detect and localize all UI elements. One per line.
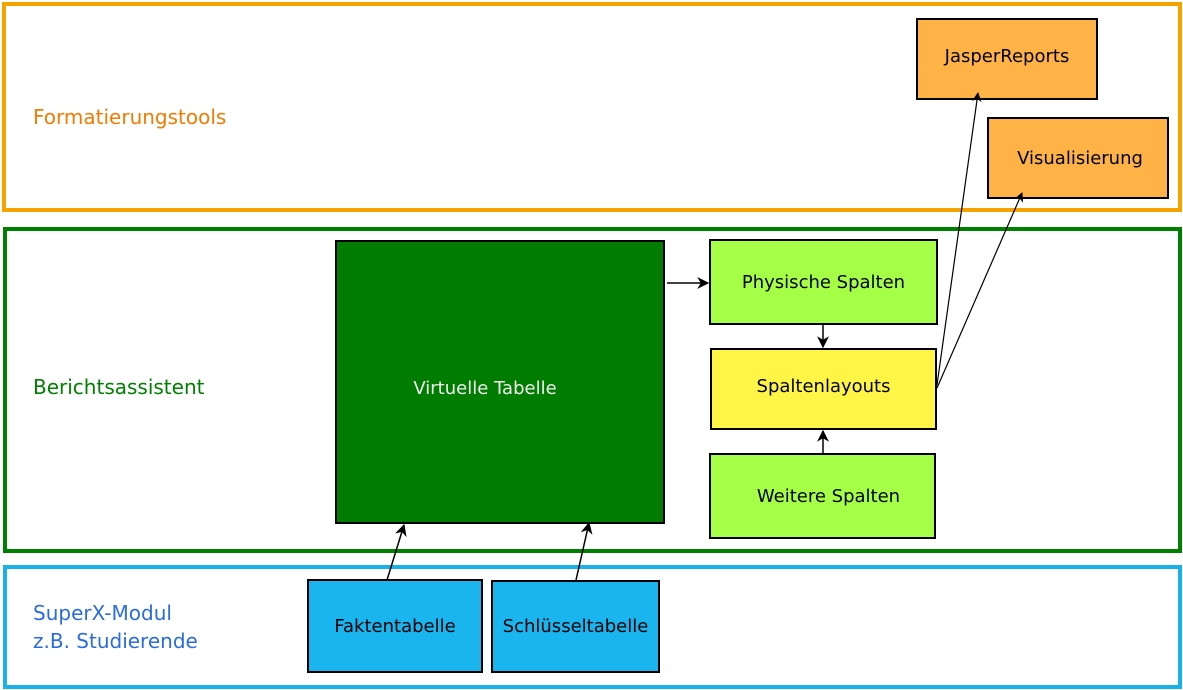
node-visualisierung[interactable]: Visualisierung [987, 117, 1169, 199]
layer-label-superx-modul: SuperX-Modul z.B. Studierende [33, 601, 198, 653]
node-label: Faktentabelle [334, 615, 456, 637]
node-label: Schlüsseltabelle [502, 616, 649, 637]
node-faktentabelle[interactable]: Faktentabelle [307, 579, 483, 673]
node-schluesseltabelle[interactable]: Schlüsseltabelle [491, 580, 660, 673]
node-label: JasperReports [944, 45, 1070, 67]
node-weitere-spalten[interactable]: Weitere Spalten [709, 453, 936, 539]
node-physische-spalten[interactable]: Physische Spalten [709, 239, 938, 325]
node-label: Virtuelle Tabelle [413, 377, 557, 399]
node-label: Physische Spalten [741, 271, 906, 293]
node-spaltenlayouts[interactable]: Spaltenlayouts [710, 348, 937, 430]
node-virtuelle-tabelle[interactable]: Virtuelle Tabelle [335, 240, 665, 524]
node-label: Visualisierung [1017, 147, 1143, 169]
node-label: Spaltenlayouts [756, 375, 891, 397]
node-jasperreports[interactable]: JasperReports [916, 18, 1098, 100]
node-label: Weitere Spalten [756, 485, 901, 507]
layer-label-formatierungstools: Formatierungstools [33, 105, 227, 129]
layer-label-berichtsassistent: Berichtsassistent [33, 375, 205, 399]
